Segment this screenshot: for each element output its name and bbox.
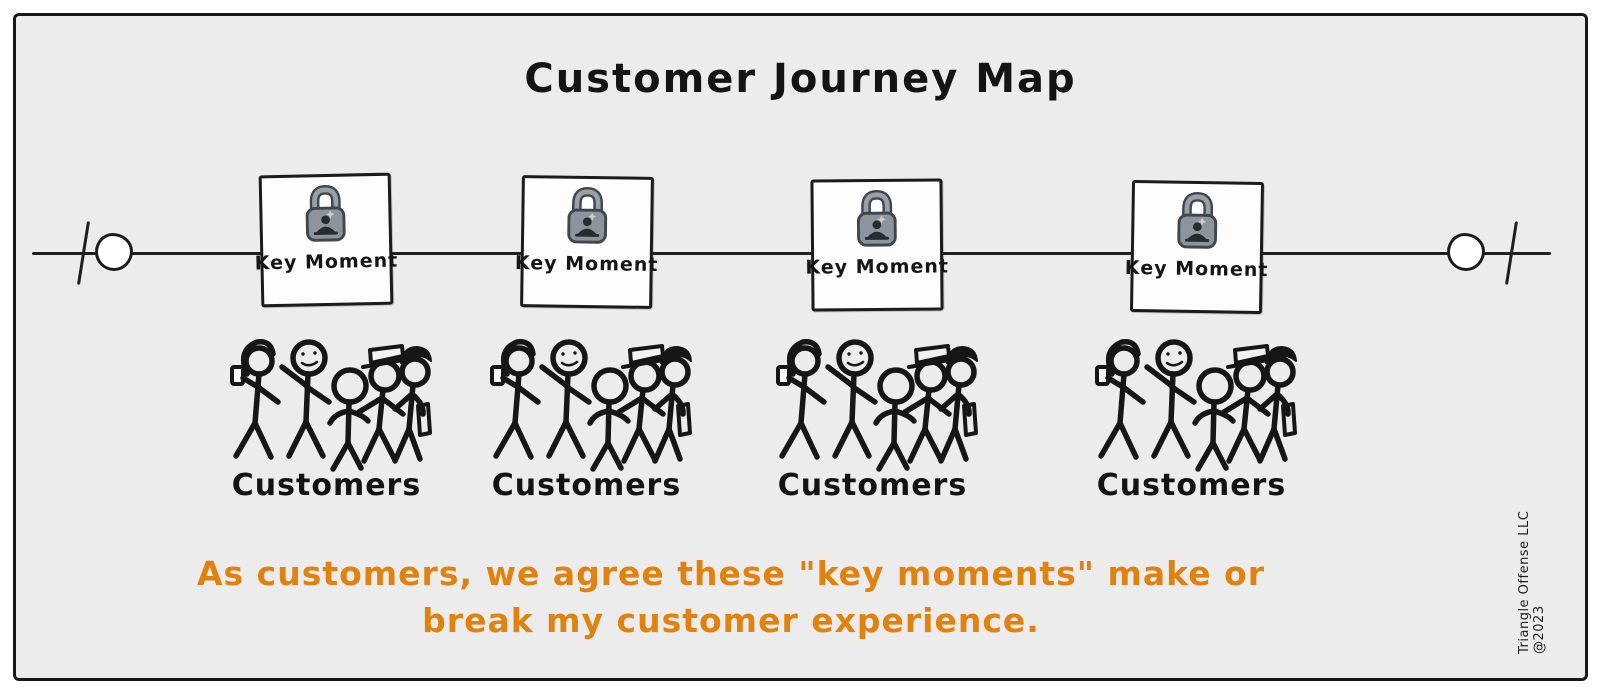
caption: As customers, we agree these "key moment… — [116, 550, 1346, 644]
caption-line-1: As customers, we agree these "key moment… — [196, 554, 1266, 593]
timeline-start-node — [95, 233, 133, 271]
customers-label-1: Customers — [231, 468, 422, 503]
caption-line-2: break my customer experience. — [422, 601, 1040, 640]
customers-illustration-1 — [219, 330, 434, 475]
key-moment-card-1: Key Moment — [254, 172, 398, 308]
lock-person-icon — [1168, 192, 1227, 251]
key-moment-card-4: Key Moment — [1125, 179, 1269, 315]
customers-illustration-3 — [765, 330, 980, 475]
customers-label-4: Customers — [1096, 468, 1287, 503]
customers-label-3: Customers — [777, 468, 968, 503]
customers-label-2: Customers — [491, 468, 682, 503]
diagram-canvas: Customer Journey Map Key Moment Key Mome… — [13, 13, 1588, 681]
key-moment-label: Key Moment — [805, 255, 950, 279]
key-moment-label: Key Moment — [514, 251, 659, 276]
lock-person-icon — [558, 187, 617, 246]
timeline-line — [32, 252, 1551, 255]
customers-illustration-2 — [479, 330, 694, 475]
lock-person-icon — [848, 190, 907, 249]
customers-illustration-4 — [1084, 330, 1299, 475]
lock-person-icon — [296, 184, 355, 243]
attribution-text: Triangle Offense LLC @2023 — [1517, 510, 1547, 654]
key-moment-card-2: Key Moment — [515, 175, 659, 309]
key-moment-card-3: Key Moment — [805, 178, 949, 312]
timeline-end-node — [1447, 233, 1485, 271]
key-moment-label: Key Moment — [1124, 256, 1269, 282]
page-title: Customer Journey Map — [524, 56, 1077, 102]
key-moment-label: Key Moment — [254, 249, 399, 275]
